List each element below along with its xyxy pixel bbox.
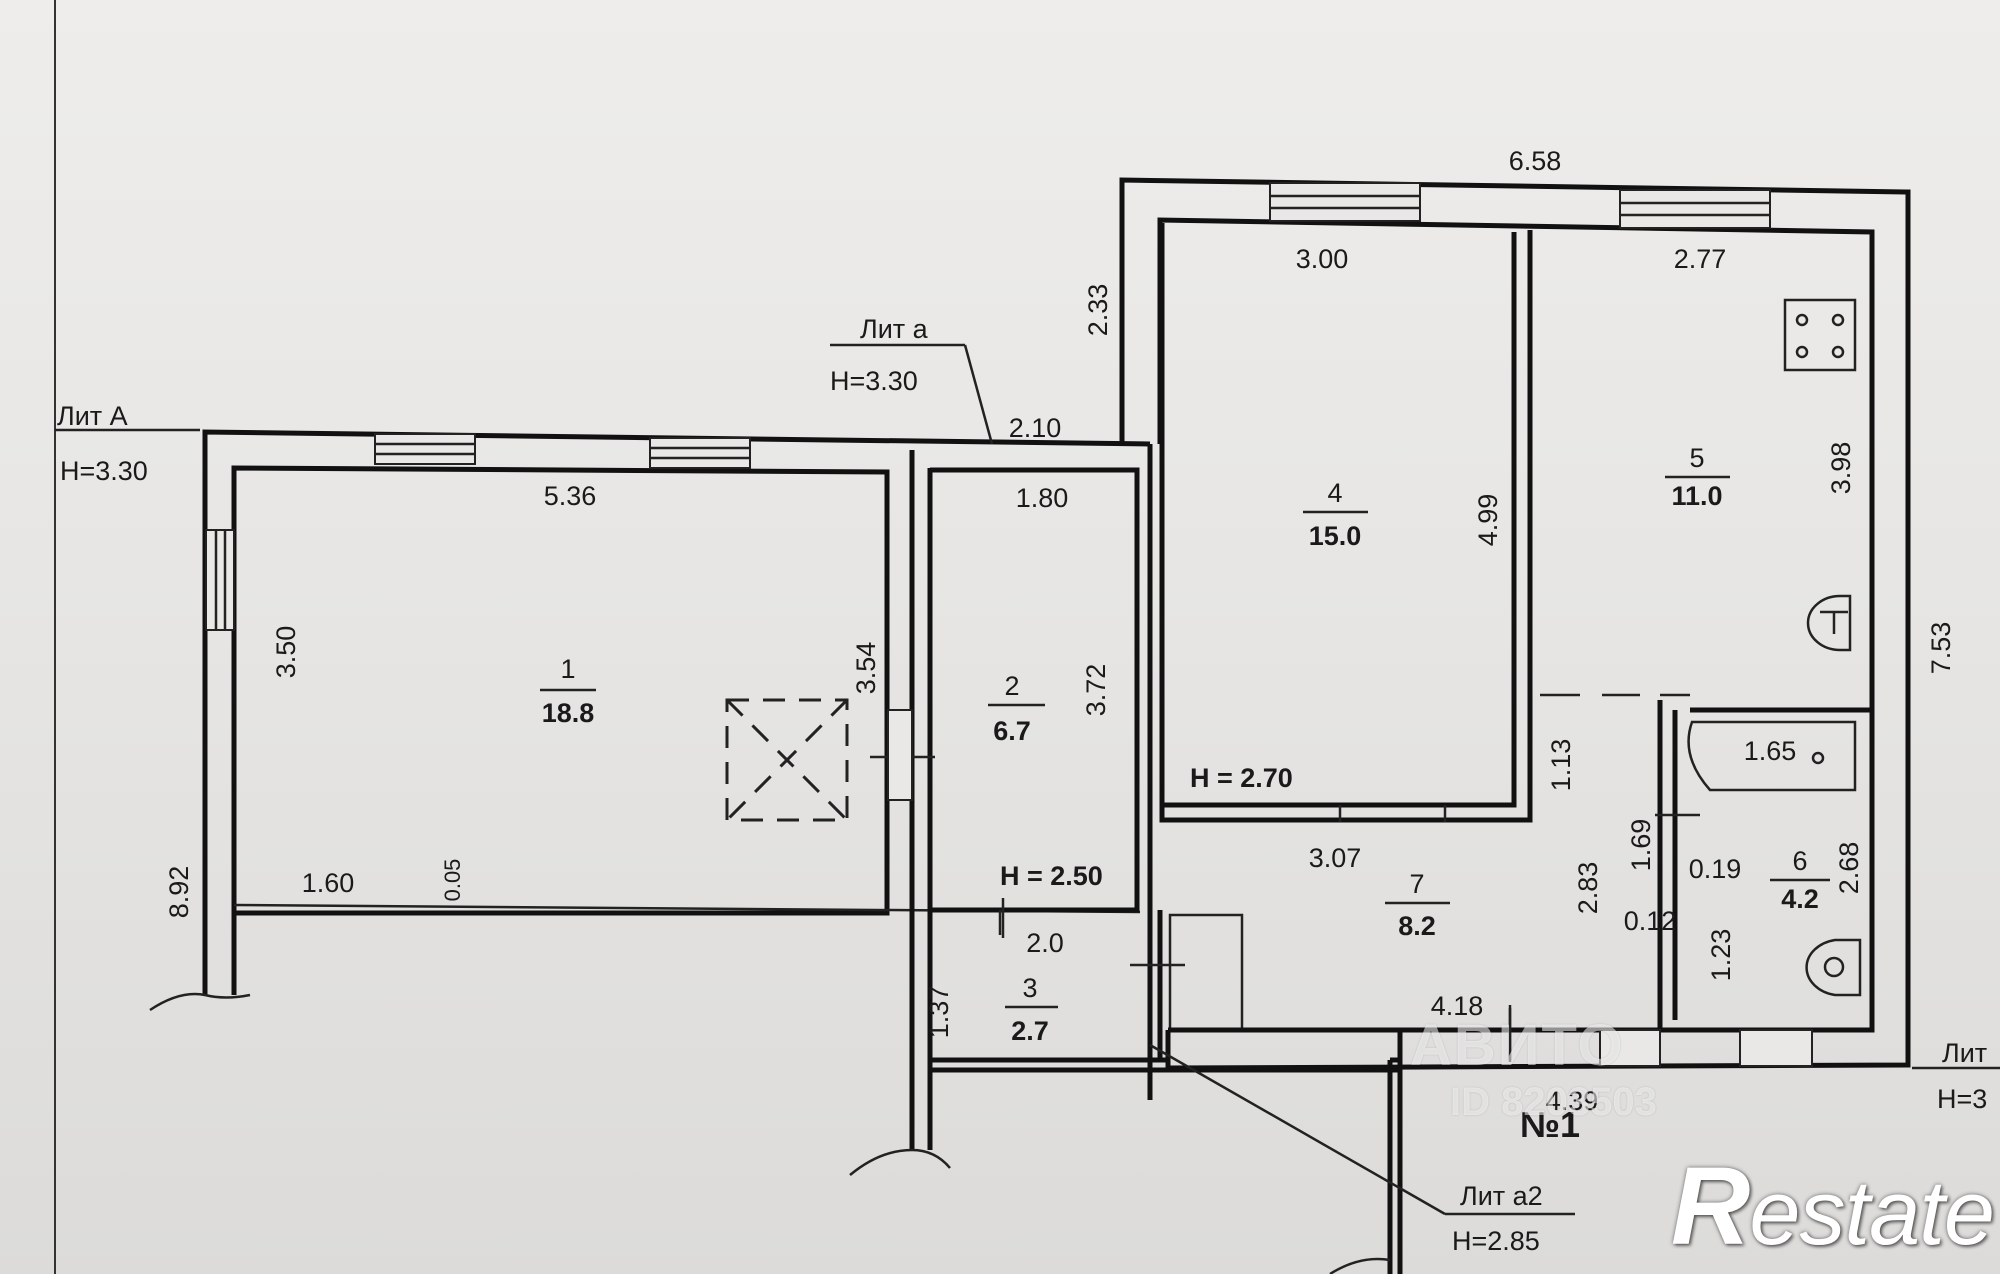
bathtub-icon (1687, 720, 1857, 792)
room-1: 1 18.8 (540, 654, 596, 728)
dim-1-69: 1.69 (1626, 819, 1656, 872)
doors (870, 709, 1700, 1060)
room-3: 3 2.7 (1005, 973, 1058, 1046)
lit-a2-label: Лит а2 (1460, 1181, 1543, 1211)
room-5: 5 11.0 (1665, 443, 1730, 511)
room-4: 4 15.0 (1303, 478, 1368, 551)
room-area: 6.7 (993, 716, 1031, 746)
lit-right-label: Лит (1942, 1038, 1987, 1068)
height-label-2-70: Н = 2.70 (1190, 763, 1293, 793)
watermark-avito: АВИТО (1410, 1013, 1625, 1078)
dim-4-18: 4.18 (1431, 991, 1484, 1021)
dim-2-0: 2.0 (1026, 928, 1064, 958)
h-right-label: Н=3 (1937, 1084, 1987, 1114)
dim-7-53: 7.53 (1926, 622, 1956, 675)
sink-icon (1806, 594, 1852, 652)
room-number: 1 (560, 654, 575, 684)
dim-3-50: 3.50 (271, 626, 301, 679)
dim-4-99: 4.99 (1473, 494, 1503, 547)
stove-burner-icon (1795, 345, 1809, 359)
watermark-id: ID 8203503 (1450, 1080, 1657, 1124)
stove-burner-icon (1831, 345, 1845, 359)
room-area: 2.7 (1011, 1016, 1049, 1046)
dim-5-36: 5.36 (544, 481, 597, 511)
dim-0-05: 0.05 (440, 859, 465, 902)
dim-3-54: 3.54 (851, 642, 881, 695)
dim-1-80: 1.80 (1016, 483, 1069, 513)
logo-initial: R (1670, 1145, 1750, 1268)
windows (205, 182, 1813, 1067)
dimensions: 6.58 3.00 2.77 2.10 5.36 1.80 1.60 3.07 … (164, 146, 1956, 1116)
room-area: 15.0 (1309, 521, 1362, 551)
break-lines (149, 992, 1391, 1274)
walls-lit-small-a (1119, 177, 1911, 1274)
dim-2-10: 2.10 (1009, 413, 1062, 443)
dim-0-12: 0.12 (1624, 906, 1677, 936)
dim-4-39: 4.39 (1546, 1086, 1599, 1116)
room-2: 2 6.7 (988, 671, 1045, 746)
dim-1-13: 1.13 (1546, 739, 1576, 792)
h-small-a-label: Н=3.30 (830, 366, 918, 396)
dim-2-33: 2.33 (1083, 284, 1113, 337)
restate-logo: Restate (1670, 1143, 1995, 1270)
unit-number: №1 (1520, 1104, 1580, 1145)
shaft-symbol (725, 698, 849, 822)
height-label-2-50: Н = 2.50 (1000, 861, 1103, 891)
toilet-bowl-icon (1823, 956, 1845, 978)
dim-3-98: 3.98 (1826, 442, 1856, 495)
dim-3-72: 3.72 (1081, 664, 1111, 717)
room-area: 11.0 (1671, 481, 1722, 511)
dim-1-60: 1.60 (302, 868, 355, 898)
h-a2-label: Н=2.85 (1452, 1226, 1540, 1256)
stove-icon (1783, 298, 1857, 372)
drain-icon (1811, 751, 1825, 765)
dim-3-07: 3.07 (1309, 843, 1362, 873)
dim-1-37: 1.37 (924, 986, 954, 1039)
ceiling-heights: Н = 2.70 Н = 2.50 (1000, 763, 1293, 891)
dim-2-83: 2.83 (1573, 862, 1603, 915)
stove-burner-icon (1831, 313, 1845, 327)
room-number: 7 (1409, 869, 1424, 899)
room-area: 18.8 (542, 698, 595, 728)
room-area: 4.2 (1781, 884, 1819, 914)
room-6: 6 4.2 (1770, 846, 1830, 914)
room-labels: 1 18.8 2 6.7 3 2.7 4 15.0 5 11.0 6 4.2 (540, 443, 1830, 1046)
room-number: 4 (1327, 478, 1342, 508)
room-number: 5 (1689, 443, 1704, 473)
room-number: 2 (1004, 671, 1019, 701)
leader-lines (55, 343, 2000, 1216)
walls-lit-a (202, 429, 1244, 1150)
dim-8-92: 8.92 (164, 866, 194, 919)
dim-0-19: 0.19 (1689, 854, 1742, 884)
lit-big-a-label: Лит А (57, 401, 128, 431)
dim-1-23: 1.23 (1706, 929, 1736, 982)
dim-2-77: 2.77 (1674, 244, 1727, 274)
room-number: 6 (1792, 846, 1807, 876)
stove-burner-icon (1795, 313, 1809, 327)
h-big-a-label: Н=3.30 (60, 456, 148, 486)
dim-3-00: 3.00 (1296, 244, 1349, 274)
dim-2-68: 2.68 (1834, 842, 1864, 895)
room-number: 3 (1022, 973, 1037, 1003)
lit-labels: Лит А Н=3.30 Лит а Н=3.30 Лит а2 Н=2.85 … (57, 314, 1987, 1256)
dim-6-58: 6.58 (1509, 146, 1562, 176)
room-area: 8.2 (1398, 911, 1436, 941)
toilet-icon (1805, 938, 1862, 997)
room-7: 7 8.2 (1385, 869, 1450, 941)
dim-1-65: 1.65 (1744, 736, 1797, 766)
lit-small-a-label: Лит а (860, 314, 929, 344)
fixtures (1687, 298, 1862, 997)
logo-rest: estate (1749, 1162, 1995, 1264)
